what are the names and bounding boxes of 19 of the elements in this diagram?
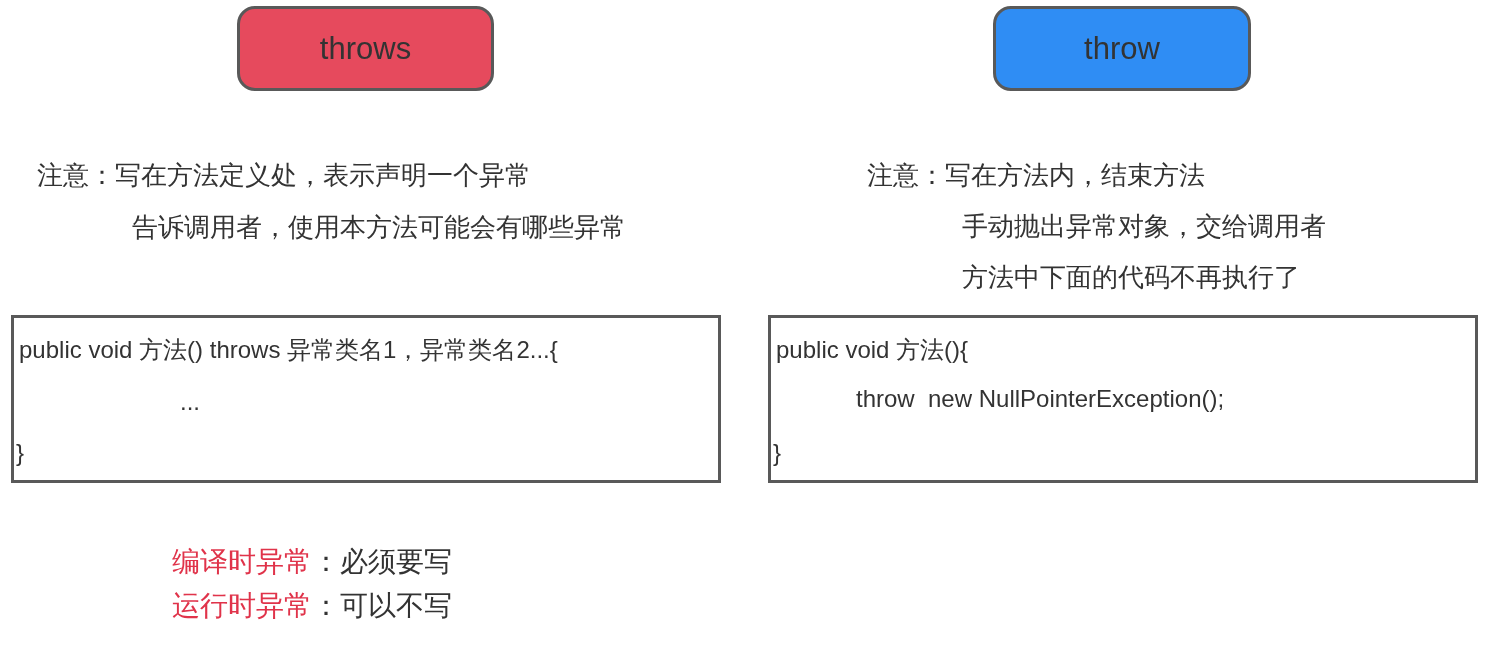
code-line: ... [180, 388, 200, 417]
code-line: throw new NullPointerException(); [856, 385, 1225, 414]
note-text: 告诉调用者，使用本方法可能会有哪些异常 [132, 212, 626, 244]
note-text: 方法中下面的代码不再执行了 [962, 262, 1300, 294]
rule-text: ：可以不写 [312, 589, 452, 623]
exception-type-label: 编译时异常 [172, 545, 312, 579]
code-line: } [16, 439, 24, 468]
keyword-header: throw [993, 6, 1251, 91]
keyword-header: throws [237, 6, 494, 91]
code-line: public void 方法() throws 异常类名1，异常类名2...{ [19, 336, 558, 365]
note-text: 注意：写在方法内，结束方法 [867, 160, 1205, 192]
exception-type-label: 运行时异常 [172, 589, 312, 623]
note-text: 手动抛出异常对象，交给调用者 [962, 211, 1326, 243]
code-line: public void 方法(){ [776, 336, 969, 365]
rule-text: ：必须要写 [312, 545, 452, 579]
code-box [768, 315, 1478, 483]
note-text: 注意：写在方法定义处，表示声明一个异常 [37, 160, 531, 192]
code-box [11, 315, 721, 483]
code-line: } [773, 439, 781, 468]
